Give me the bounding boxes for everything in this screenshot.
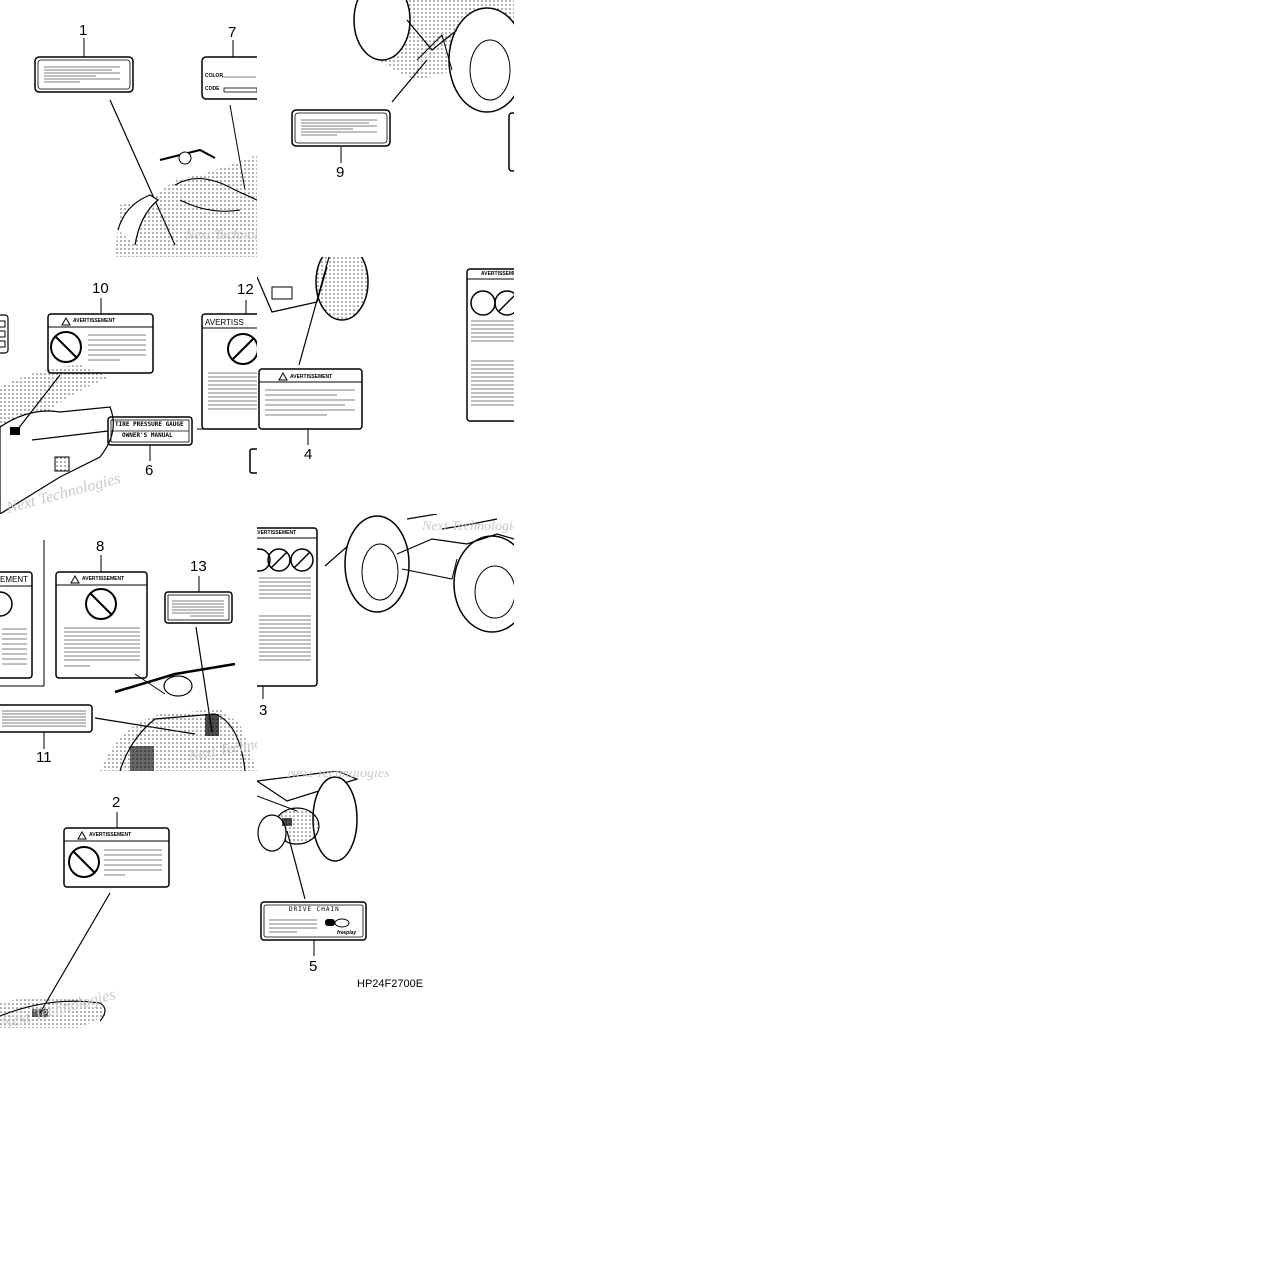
- atv-handlebar-drawing: [0, 540, 257, 771]
- callout-12: 12: [237, 281, 254, 298]
- callout-5: 5: [309, 958, 318, 975]
- atv-front-drawing: [34, 38, 257, 257]
- atv-drive-chain-drawing: [257, 771, 367, 956]
- atv-seat-drawing: [0, 298, 257, 514]
- label-7-color-text: COLOR: [205, 73, 224, 79]
- label-left-partial-heading: EMENT: [0, 575, 28, 584]
- watermark: Next Technologies: [422, 519, 514, 534]
- label-right-heading: AVERTISSEMENT: [481, 271, 514, 277]
- label-2-heading: AVERTISSEMENT: [89, 832, 132, 838]
- callout-8: 8: [96, 538, 105, 555]
- tile-label-3: 3 AVERTISSEMENT Next Technologies: [257, 514, 514, 771]
- label-8-heading: AVERTISSEMENT: [82, 576, 125, 582]
- label-6-line-2: OWNER'S MANUAL: [122, 432, 173, 439]
- callout-3: 3: [259, 702, 268, 719]
- tile-labels-1-7: 1 7 COLOR CODE Next Technologies: [0, 0, 257, 257]
- atv-side-drawing: [291, 0, 514, 172]
- diagram-code: HP24F2700E: [357, 978, 424, 990]
- tile-label-4: 4 AVERTISSEMENT AVERTISSEMENT: [257, 257, 514, 514]
- atv-fender-drawing: [0, 812, 170, 1028]
- label-7-code-text: CODE: [205, 86, 220, 92]
- tile-label-9: 9: [257, 0, 514, 257]
- callout-1: 1: [79, 22, 88, 39]
- callout-4: 4: [304, 446, 313, 463]
- watermark: Next Technologies: [287, 771, 390, 781]
- callout-2: 2: [112, 794, 121, 811]
- atv-rear-drawing: [257, 257, 514, 445]
- label-3-heading: AVERTISSEMENT: [257, 530, 297, 536]
- label-12-heading: AVERTISS: [205, 318, 244, 327]
- label-5-freeplay-text: freeplay: [337, 930, 357, 936]
- atv-rear-quarter-drawing: [257, 514, 514, 699]
- watermark: Next Technologies: [185, 228, 257, 243]
- label-6-line-1: TIRE PRESSURE GAUGE: [115, 421, 184, 428]
- callout-9: 9: [336, 164, 345, 181]
- tile-labels-10-12-6: 10 12 6 AVERTISSEMENT AVERTISS TIRE PRES…: [0, 257, 257, 514]
- callout-7: 7: [228, 24, 237, 41]
- tile-label-2: 2 AVERTISSEMENT Next Technologies: [0, 771, 257, 1028]
- callout-6: 6: [145, 462, 154, 479]
- callout-10: 10: [92, 280, 109, 297]
- callout-13: 13: [190, 558, 207, 575]
- tile-labels-8-13-11: 8 13 11 AVERTISSEMENT EMENT Next Technol…: [0, 514, 257, 771]
- label-10-heading: AVERTISSEMENT: [73, 318, 116, 324]
- callout-11: 11: [36, 749, 52, 766]
- label-5-heading: DRIVE CHAIN: [289, 906, 340, 913]
- label-4-heading: AVERTISSEMENT: [290, 374, 333, 380]
- tile-label-5: 5 DRIVE CHAIN freeplay HP24F2700E Next T…: [257, 771, 514, 1028]
